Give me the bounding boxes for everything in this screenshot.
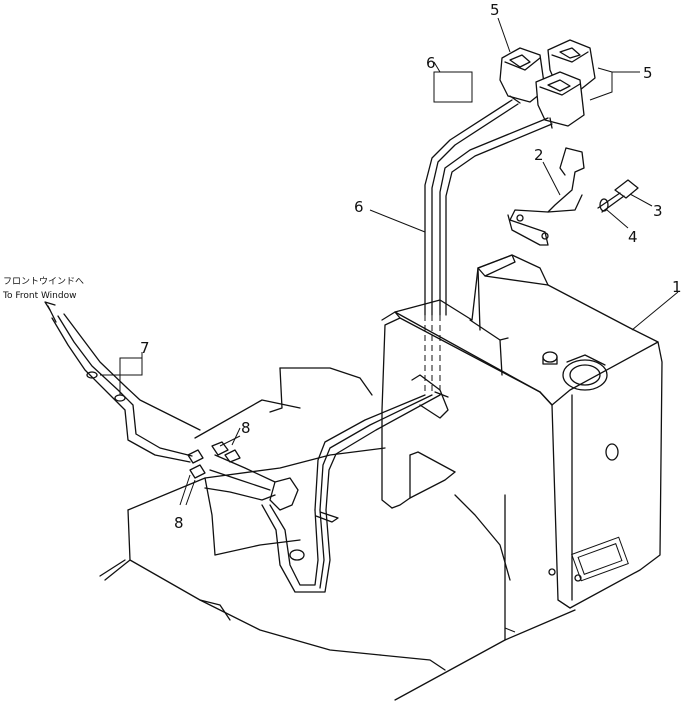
callout-4: 4 bbox=[628, 228, 638, 246]
hose-joints bbox=[187, 441, 241, 479]
machine-floor bbox=[99, 367, 576, 701]
tank-box bbox=[381, 254, 663, 609]
note-japanese: フロントウインドへ bbox=[3, 276, 84, 287]
callout-8-upper: 8 bbox=[241, 419, 251, 437]
front-window-hose bbox=[44, 301, 299, 511]
note-english: To Front Window bbox=[2, 291, 76, 301]
callout-5-right: 5 bbox=[643, 64, 653, 82]
callout-3: 3 bbox=[653, 202, 663, 220]
washer bbox=[599, 198, 609, 212]
callout-6-middle: 6 bbox=[354, 198, 364, 216]
hose-bundle bbox=[261, 99, 553, 593]
callout-6-top: 6 bbox=[426, 54, 436, 72]
callout-1: 1 bbox=[672, 278, 682, 296]
bolt bbox=[597, 179, 639, 213]
leader-lines bbox=[100, 17, 679, 506]
callout-7: 7 bbox=[140, 339, 150, 357]
callout-8-lower: 8 bbox=[174, 514, 184, 532]
callout-2: 2 bbox=[534, 146, 544, 164]
callout-5-top: 5 bbox=[490, 1, 500, 19]
washer-nozzles bbox=[499, 39, 596, 129]
bracket bbox=[507, 147, 585, 246]
